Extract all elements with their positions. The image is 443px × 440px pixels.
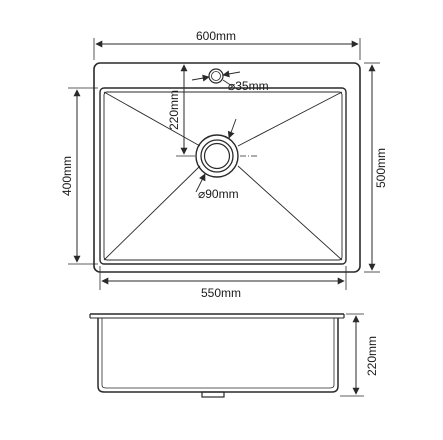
label-bowl-width: 550mm	[201, 286, 241, 300]
label-tap-hole: ⌀35mm	[228, 79, 269, 93]
dimension-drain-diameter: ⌀90mm	[195, 118, 239, 201]
dimension-overall-depth: 500mm	[364, 62, 388, 273]
side-view	[89, 313, 345, 398]
drain-outlet	[201, 391, 225, 398]
label-sink-height: 220mm	[365, 336, 379, 376]
outer-rim	[93, 62, 361, 273]
label-overall-depth: 500mm	[374, 148, 388, 188]
bowl-body	[97, 318, 339, 393]
label-bowl-depth: 400mm	[60, 156, 74, 196]
label-overall-width: 600mm	[196, 29, 236, 43]
dimension-sink-height: 220mm	[340, 313, 379, 397]
label-drain-diameter: ⌀90mm	[198, 187, 239, 201]
bowl-slope-lines	[103, 91, 343, 261]
drain-hole	[195, 134, 239, 178]
dimension-overall-width: 600mm	[93, 29, 361, 60]
dimension-drain-offset: 220mm	[167, 62, 195, 157]
label-drain-offset: 220mm	[167, 90, 181, 130]
bowl-edge-inner	[103, 91, 343, 261]
dimension-tap-hole: ⌀35mm	[191, 70, 269, 93]
tap-hole	[208, 68, 224, 84]
dimension-bowl-depth: 400mm	[60, 87, 98, 265]
top-view	[93, 62, 361, 273]
bowl-edge-outer	[99, 87, 347, 265]
dimension-bowl-width: 550mm	[99, 266, 347, 300]
